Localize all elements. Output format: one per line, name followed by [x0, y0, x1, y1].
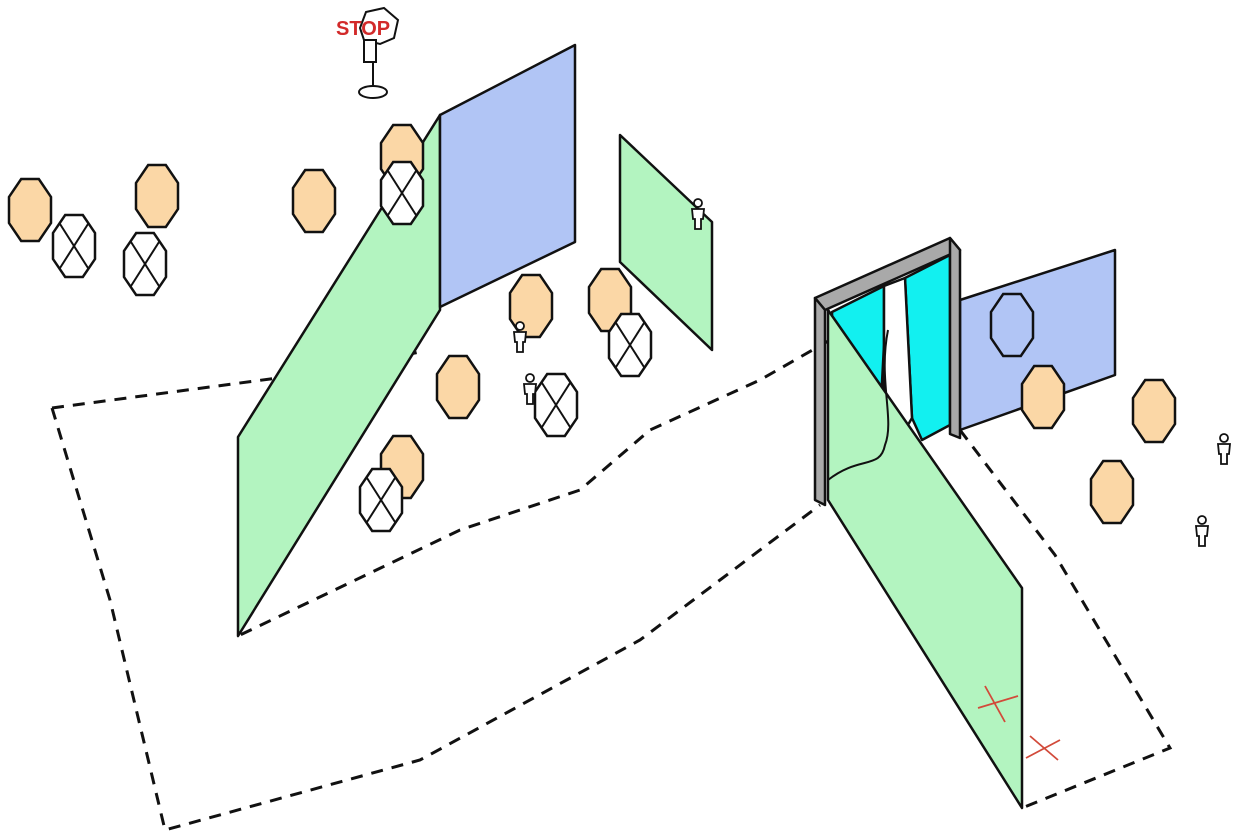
crossed-octagon-icon	[358, 467, 404, 533]
person-octagon-icon	[435, 354, 481, 420]
crossed-octagon-icon	[122, 231, 168, 297]
stop-sign-label: STOP	[336, 18, 390, 40]
red-x-marker-icon	[1025, 735, 1061, 761]
red-x-marker-icon	[977, 685, 1019, 723]
door-frame-right-post	[948, 236, 962, 440]
person-markers	[7, 123, 1177, 525]
small-figure-icon	[1195, 515, 1209, 547]
stop-sign-icon: STOP	[336, 6, 400, 99]
floor-boundary-back	[51, 338, 831, 638]
blue-wall-back	[438, 43, 577, 309]
small-figure-icon	[1217, 433, 1231, 465]
person-octagon-icon	[7, 177, 53, 243]
person-octagon-icon	[134, 163, 180, 229]
crossed-octagon-icon	[533, 372, 579, 438]
crossed-octagon-icon	[607, 312, 653, 378]
crossed-octagon-icon	[51, 213, 97, 279]
small-figure-icon	[513, 321, 527, 353]
door-swing-curve	[827, 329, 890, 481]
person-octagon-icon	[1020, 364, 1066, 430]
person-octagon-icon	[1131, 378, 1177, 444]
small-figure-icon	[691, 198, 705, 230]
person-octagon-icon	[989, 292, 1035, 358]
green-wall-middle	[618, 133, 714, 352]
door-frame-left-post	[813, 296, 827, 507]
crossed-octagon-icon	[379, 160, 425, 226]
obstacle-markers	[51, 160, 653, 533]
floor-boundary-front	[50, 407, 821, 832]
figure-markers	[513, 198, 1231, 547]
person-octagon-icon	[291, 168, 337, 234]
person-octagon-icon	[1089, 459, 1135, 525]
green-door-panel	[826, 308, 1024, 810]
small-figure-icon	[523, 373, 537, 405]
